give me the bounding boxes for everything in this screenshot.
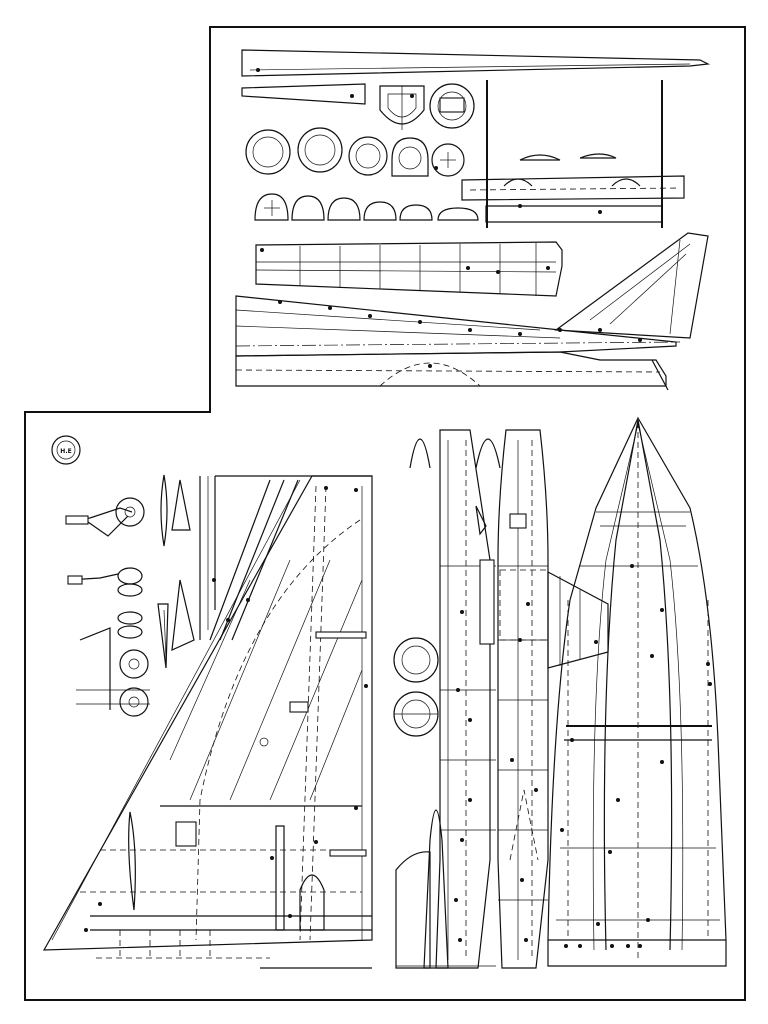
fuselage-formers-top — [379, 83, 475, 130]
fuselage-side-view — [235, 232, 709, 391]
fuselage-formers-half — [254, 193, 479, 221]
landing-gear-details — [65, 474, 195, 717]
fuselage-top-views — [393, 429, 609, 969]
tailplane-assembly — [461, 80, 685, 228]
sheet-border — [24, 26, 746, 1001]
wing-plan-view — [42, 475, 373, 969]
designer-seal: H.E — [51, 435, 81, 465]
fuselage-formers-rings — [245, 127, 465, 177]
seal-initials: H.E — [60, 448, 71, 455]
nose-cone-plan — [547, 416, 727, 967]
top-panel — [235, 49, 711, 391]
spar-strips — [241, 49, 711, 105]
